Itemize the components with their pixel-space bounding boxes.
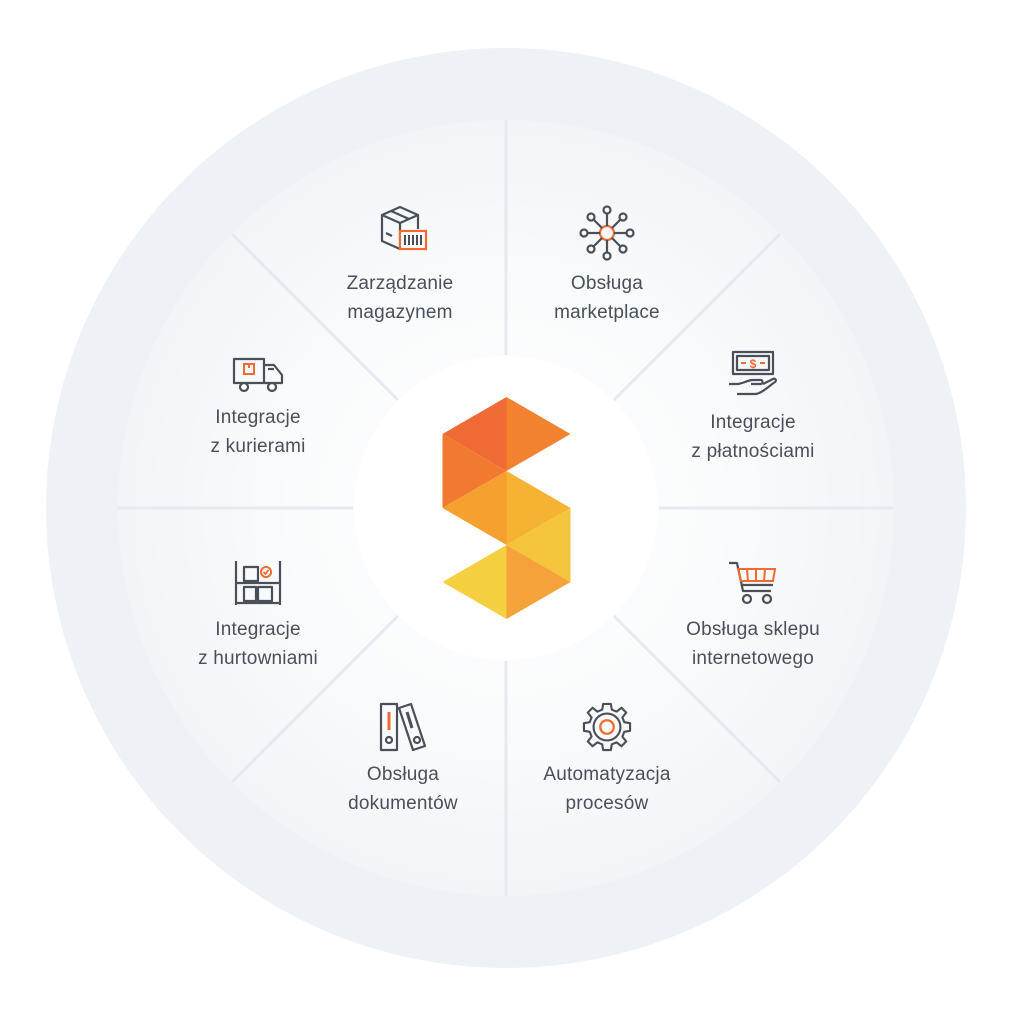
segment-label-line2: z kurierami: [210, 436, 306, 457]
segment-warehouse: Zarządzanie magazynem: [300, 205, 500, 327]
segment-dividers: [118, 120, 894, 896]
segment-label-line1: Integracje: [215, 407, 301, 428]
storage-rack-icon: [234, 561, 282, 605]
segment-label-line2: dokumentów: [348, 793, 458, 814]
s-logo: [442, 397, 571, 619]
segment-automation: Automatyzacja procesów: [507, 702, 707, 818]
segment-payments: $ Integracje z płatnościami: [653, 350, 853, 466]
segment-label-line2: marketplace: [554, 302, 660, 323]
segment-label-line2: z płatnościami: [691, 441, 815, 462]
segment-couriers: Integracje z kurierami: [158, 355, 358, 461]
segment-label-line1: Automatyzacja: [543, 764, 671, 785]
segment-label-line1: Zarządzanie: [346, 273, 454, 294]
segment-label-line1: Obsługa: [366, 764, 440, 785]
segment-label-line2: z hurtowniami: [198, 648, 318, 669]
segment-label-line1: Obsługa: [570, 273, 644, 294]
segment-label-line1: Integracje: [710, 412, 796, 433]
gear-icon: [582, 702, 632, 752]
segment-label-line2: magazynem: [347, 302, 453, 323]
segment-label-line1: Integracje: [215, 619, 301, 640]
warehouse-box-icon: [380, 205, 428, 251]
segment-label-line1: Obsługa sklepu: [686, 619, 820, 640]
binders-icon: [379, 702, 427, 752]
segment-marketplace: Obsługa marketplace: [507, 205, 707, 327]
network-hub-icon: [579, 205, 635, 261]
segment-label-line2: procesów: [565, 793, 649, 814]
segment-documents: Obsługa dokumentów: [303, 702, 503, 818]
svg-text:$: $: [750, 357, 757, 371]
segment-eshop: Obsługa sklepu internetowego: [653, 559, 853, 673]
cash-hand-icon: $: [729, 350, 777, 396]
segment-label-line2: internetowego: [692, 648, 814, 669]
delivery-truck-icon: [232, 357, 284, 393]
shopping-cart-icon: [729, 561, 777, 605]
segment-wholesalers: Integracje z hurtowniami: [158, 559, 358, 673]
